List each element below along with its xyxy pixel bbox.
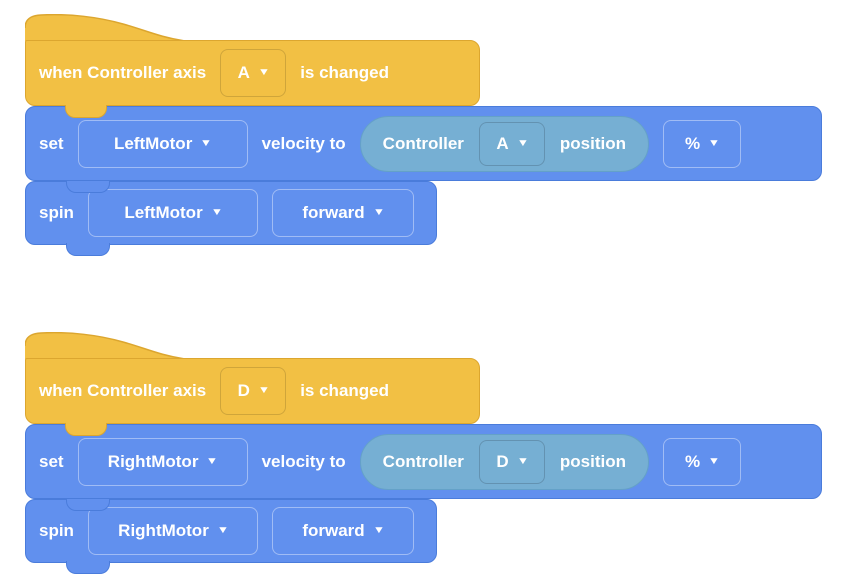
dropdown-caret-icon: ▼ [210,207,223,218]
dropdown-caret-icon: ▼ [372,207,385,218]
motor-dropdown[interactable]: LeftMotor ▼ [77,119,248,168]
set-label: set [39,451,64,471]
velocity-to-label: velocity to [261,451,346,471]
position-label: position [559,451,627,471]
block-stack-controller-axis-a: when Controller axis A ▼ is changed set … [25,14,822,256]
direction-dropdown-value: forward [302,521,365,540]
unit-dropdown-value: % [685,451,701,471]
unit-dropdown[interactable]: % ▼ [663,437,742,486]
when-controller-axis-changed-block[interactable]: when Controller axis A ▼ is changed [25,14,480,118]
block-notch-outline [66,499,110,511]
dropdown-caret-icon: ▼ [372,525,385,536]
axis-dropdown[interactable]: A ▼ [478,121,545,166]
dropdown-caret-icon: ▼ [707,455,721,467]
dropdown-caret-icon: ▼ [516,137,529,149]
hat-dome [25,332,185,359]
position-label: position [559,133,627,153]
set-motor-velocity-block[interactable]: set RightMotor ▼ velocity to Controller … [25,424,822,499]
velocity-to-label: velocity to [261,133,346,153]
motor-dropdown[interactable]: RightMotor ▼ [87,507,258,555]
motor-dropdown[interactable]: RightMotor ▼ [77,437,248,486]
hat-connector-tab [65,105,107,118]
axis-dropdown-value: A [496,133,509,153]
dropdown-caret-icon: ▼ [516,455,529,467]
dropdown-caret-icon: ▼ [216,525,229,536]
direction-dropdown[interactable]: forward ▼ [271,189,414,237]
unit-dropdown-value: % [685,133,701,153]
hat-label-suffix: is changed [300,381,390,400]
block-notch-outline [66,181,110,193]
hat-connector-tab [65,423,107,436]
block-connector-bump [66,561,110,574]
direction-dropdown-value: forward [302,203,365,222]
set-motor-velocity-block[interactable]: set LeftMotor ▼ velocity to Controller A… [25,106,822,181]
block-stack-controller-axis-d: when Controller axis D ▼ is changed set … [25,332,822,574]
motor-dropdown-value: RightMotor [118,521,209,540]
hat-dome [25,14,185,41]
block-connector-bump [66,243,110,256]
dropdown-caret-icon: ▼ [206,455,219,467]
dropdown-caret-icon: ▼ [257,67,271,78]
hat-label-suffix: is changed [300,63,390,82]
hat-block-body[interactable]: when Controller axis D ▼ is changed [25,358,480,424]
dropdown-caret-icon: ▼ [257,385,271,396]
hat-label-prefix: when Controller axis [39,63,207,82]
direction-dropdown[interactable]: forward ▼ [271,507,414,555]
hat-block-body[interactable]: when Controller axis A ▼ is changed [25,40,480,106]
dropdown-caret-icon: ▼ [200,137,213,149]
spin-motor-block[interactable]: spin RightMotor ▼ forward ▼ [25,499,437,574]
dropdown-caret-icon: ▼ [707,137,721,149]
motor-dropdown[interactable]: LeftMotor ▼ [87,189,258,237]
axis-dropdown[interactable]: D ▼ [220,367,287,415]
set-label: set [39,133,64,153]
when-controller-axis-changed-block[interactable]: when Controller axis D ▼ is changed [25,332,480,436]
controller-position-reporter[interactable]: Controller A ▼ position [359,115,650,172]
motor-dropdown-value: RightMotor [107,451,199,471]
axis-dropdown-value: D [496,451,509,471]
axis-dropdown-value: D [237,381,250,400]
controller-label: Controller [382,451,464,471]
motor-dropdown-value: LeftMotor [124,203,203,222]
axis-dropdown-value: A [237,63,250,82]
axis-dropdown[interactable]: D ▼ [478,439,545,484]
controller-position-reporter[interactable]: Controller D ▼ position [359,433,650,490]
controller-label: Controller [382,133,464,153]
spin-label: spin [39,521,74,540]
hat-label-prefix: when Controller axis [39,381,207,400]
motor-dropdown-value: LeftMotor [113,133,193,153]
axis-dropdown[interactable]: A ▼ [220,49,287,97]
spin-label: spin [39,203,74,222]
spin-motor-block[interactable]: spin LeftMotor ▼ forward ▼ [25,181,437,256]
unit-dropdown[interactable]: % ▼ [663,119,742,168]
